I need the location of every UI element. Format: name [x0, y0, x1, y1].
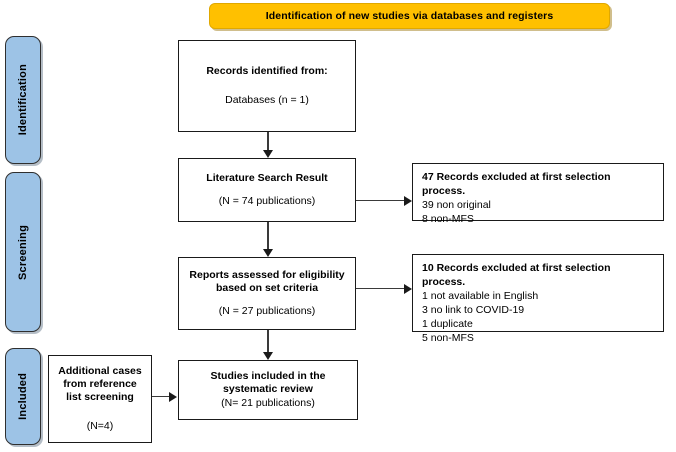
box-heading-line2: systematic review: [223, 383, 313, 396]
identification-banner: Identification of new studies via databa…: [209, 3, 610, 29]
box-heading: Literature Search Result: [206, 172, 328, 185]
connector-literature-to-eligibility: [267, 222, 269, 250]
exclusion-reason: 8 non-MFS: [422, 213, 474, 226]
exclusion-reason: 3 no link to COVID-19: [422, 304, 525, 317]
box-heading-line3: list screening: [66, 391, 134, 403]
box-heading-line1: Studies included in the: [210, 370, 326, 383]
connector-literature-to-exclusion-first: [356, 200, 406, 202]
connector-records-to-literature: [267, 132, 269, 151]
box-heading-line1: Additional cases: [58, 364, 142, 377]
phase-label-identification: Identification: [5, 36, 41, 164]
phase-label-included: Included: [5, 348, 41, 445]
phase-label-text: Included: [17, 373, 29, 420]
box-detail: (N= 21 publications): [221, 396, 315, 409]
phase-label-text: Screening: [17, 224, 29, 280]
exclusion-heading: 10 Records excluded at first selection p…: [422, 262, 611, 288]
arrow-down-icon: [263, 352, 273, 360]
box-detail: (N = 74 publications): [218, 194, 316, 207]
arrow-down-icon: [263, 150, 273, 158]
exclusion-reason: 5 non-MFS: [422, 332, 474, 345]
connector-additional-to-included: [152, 396, 171, 398]
box-heading: Records identified from:: [206, 64, 328, 77]
banner-title: Identification of new studies via databa…: [265, 10, 554, 22]
box-literature-search-result: Literature Search Result (N = 74 publica…: [178, 158, 356, 222]
connector-eligibility-to-exclusion-second: [356, 288, 406, 290]
box-studies-included: Studies included in the systematic revie…: [178, 360, 358, 420]
box-detail: (N = 27 publications): [218, 304, 316, 317]
box-heading-line2: from reference: [63, 377, 137, 390]
box-records-identified: Records identified from: Databases (n = …: [178, 40, 356, 132]
exclusion-reason: 1 duplicate: [422, 318, 473, 331]
box-detail: Databases (n = 1): [225, 94, 309, 106]
arrow-right-icon: [169, 392, 177, 402]
arrow-right-icon: [404, 196, 412, 206]
phase-label-screening: Screening: [5, 172, 41, 332]
arrow-right-icon: [404, 284, 412, 294]
box-reports-assessed: Reports assessed for eligibility based o…: [178, 257, 356, 330]
exclusion-reason: 39 non original: [422, 199, 491, 212]
box-detail: (N=4): [86, 420, 114, 433]
arrow-down-icon: [263, 249, 273, 257]
box-exclusions-second-selection: 10 Records excluded at first selection p…: [412, 254, 664, 344]
box-additional-cases: Additional cases from reference list scr…: [48, 355, 152, 443]
box-exclusions-first-selection: 47 Records excluded at first selection p…: [412, 163, 664, 225]
phase-label-text: Identification: [17, 64, 29, 136]
box-heading-line1: Reports assessed for eligibility: [189, 269, 345, 282]
box-heading-line2: based on set criteria: [215, 282, 319, 295]
connector-eligibility-to-included: [267, 330, 269, 353]
exclusion-heading: 47 Records excluded at first selection p…: [422, 171, 611, 197]
exclusion-reason: 1 not available in English: [422, 290, 539, 303]
